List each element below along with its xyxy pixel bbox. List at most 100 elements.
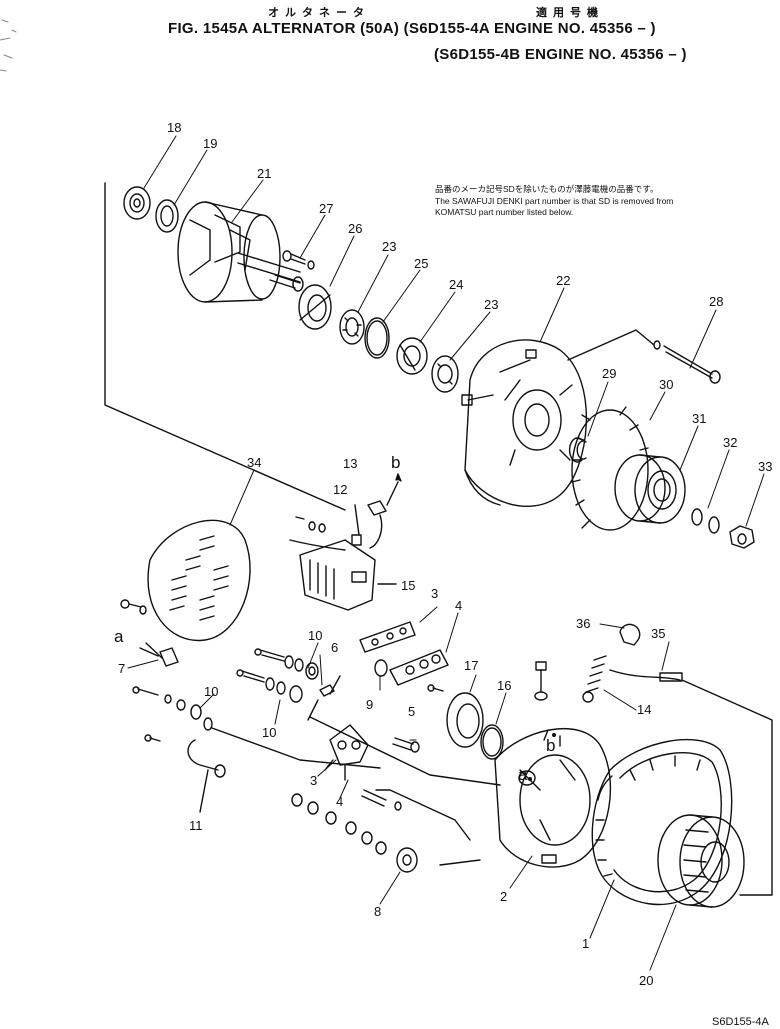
callout-5: 5 — [408, 704, 415, 719]
stud-bolt — [534, 661, 548, 701]
bearing-23a — [339, 309, 365, 345]
cover-34 — [120, 519, 251, 642]
retainer-26 — [298, 284, 332, 330]
callout-22: 22 — [556, 273, 570, 288]
callout-28: 28 — [709, 294, 723, 309]
ref-a-left: a — [114, 627, 124, 646]
callout-20: 20 — [639, 973, 653, 988]
callout-13: 13 — [343, 456, 357, 471]
callout-10c: 10 — [262, 725, 276, 740]
callout-12: 12 — [333, 482, 347, 497]
callout-4a: 4 — [455, 598, 462, 613]
callout-23b: 23 — [484, 297, 498, 312]
callout-27: 27 — [319, 201, 333, 216]
washer-10c — [203, 717, 213, 731]
rotor-21 — [177, 201, 304, 303]
callout-26: 26 — [348, 221, 362, 236]
rear-housing-2 — [494, 728, 612, 868]
note-en-1: The SAWAFUJI DENKI part number is that S… — [435, 196, 674, 206]
bushing-17 — [427, 684, 484, 748]
callout-17: 17 — [464, 658, 478, 673]
callout-7: 7 — [118, 661, 125, 676]
bearing-23b — [431, 355, 459, 393]
lead-35 — [609, 669, 683, 682]
spacer-24 — [396, 337, 428, 375]
leader-35-group — [681, 679, 773, 896]
callout-35: 35 — [651, 626, 665, 641]
cap-9 — [374, 659, 388, 677]
ref-arrow-a — [139, 647, 159, 657]
insulator-7 — [159, 647, 179, 667]
figure-code: S6D155-4A — [712, 1016, 769, 1028]
screw-rear — [361, 789, 402, 811]
screw-27 — [282, 250, 315, 270]
diode-assembly-lower — [324, 724, 369, 781]
leader-8 — [439, 859, 481, 866]
o-ring-25 — [364, 317, 390, 359]
pulley-20 — [657, 814, 745, 908]
washer-32 — [691, 508, 720, 534]
fan-30 — [571, 406, 649, 531]
washers-8-row — [291, 793, 387, 855]
leader-lower-group — [309, 716, 501, 786]
callout-15: 15 — [401, 578, 415, 593]
callout-34: 34 — [247, 455, 261, 470]
callout-32: 32 — [723, 435, 737, 450]
nut-33 — [729, 525, 755, 549]
leader-rear — [375, 789, 471, 841]
ref-b-lower: b — [546, 736, 555, 755]
lead-11 — [144, 734, 226, 813]
callout-29: 29 — [602, 366, 616, 381]
bolt-5 — [392, 737, 420, 753]
callout-6: 6 — [331, 640, 338, 655]
callout-24: 24 — [449, 277, 463, 292]
front-housing-22 — [461, 339, 587, 507]
callout-3a: 3 — [431, 586, 438, 601]
callout-10b: 10 — [204, 684, 218, 699]
group-bracket-upper — [104, 182, 346, 511]
callout-11: 11 — [189, 818, 203, 833]
callout-3b: 3 — [310, 773, 317, 788]
bolts-10-row — [132, 648, 319, 720]
leader-10 — [211, 727, 381, 769]
ring-19 — [155, 199, 179, 233]
diode-plate-4 — [389, 649, 449, 686]
regulator-15 — [289, 516, 376, 611]
callout-19: 19 — [203, 136, 217, 151]
title-kana: オルタネータ — [268, 6, 370, 19]
callout-23a: 23 — [382, 239, 396, 254]
scan-noise — [0, 19, 17, 72]
callout-14: 14 — [637, 702, 651, 717]
note-en-2: KOMATSU part number listed below. — [435, 207, 574, 217]
callout-1: 1 — [582, 936, 589, 951]
callout-9: 9 — [366, 697, 373, 712]
callout-31: 31 — [692, 411, 706, 426]
applicable-kana: 適用号機 — [536, 6, 604, 19]
callout-33: 33 — [758, 459, 772, 474]
leader-22-28 — [567, 329, 655, 361]
callout-4b: 4 — [336, 794, 343, 809]
bushing-8 — [396, 847, 418, 873]
callout-16: 16 — [497, 678, 511, 693]
brush-13 — [367, 500, 387, 549]
ref-arrow-b — [386, 481, 399, 506]
ref-a-lower: a — [518, 765, 528, 784]
pulley-31 — [614, 454, 686, 524]
callout-36: 36 — [576, 616, 590, 631]
callout-25: 25 — [414, 256, 428, 271]
bearing-18 — [123, 186, 151, 220]
figure-title-line2: (S6D155-4B ENGINE NO. 45356 – ) — [434, 46, 687, 63]
callout-18: 18 — [167, 120, 181, 135]
ref-b-top: b — [391, 453, 400, 472]
diode-plate-3 — [359, 621, 416, 653]
callout-30: 30 — [659, 377, 673, 392]
figure-title: FIG. 1545A ALTERNATOR (50A) (S6D155-4A E… — [168, 20, 656, 37]
terminal-6 — [307, 675, 341, 721]
callout-10a: 10 — [308, 628, 322, 643]
callout-2: 2 — [500, 889, 507, 904]
o-ring-16 — [480, 724, 504, 760]
note-jp: 品番のメーカ記号SDを除いたものが澤藤電機の品番です。 — [435, 184, 659, 194]
stator-1 — [591, 738, 733, 906]
spring-14 — [582, 655, 607, 703]
